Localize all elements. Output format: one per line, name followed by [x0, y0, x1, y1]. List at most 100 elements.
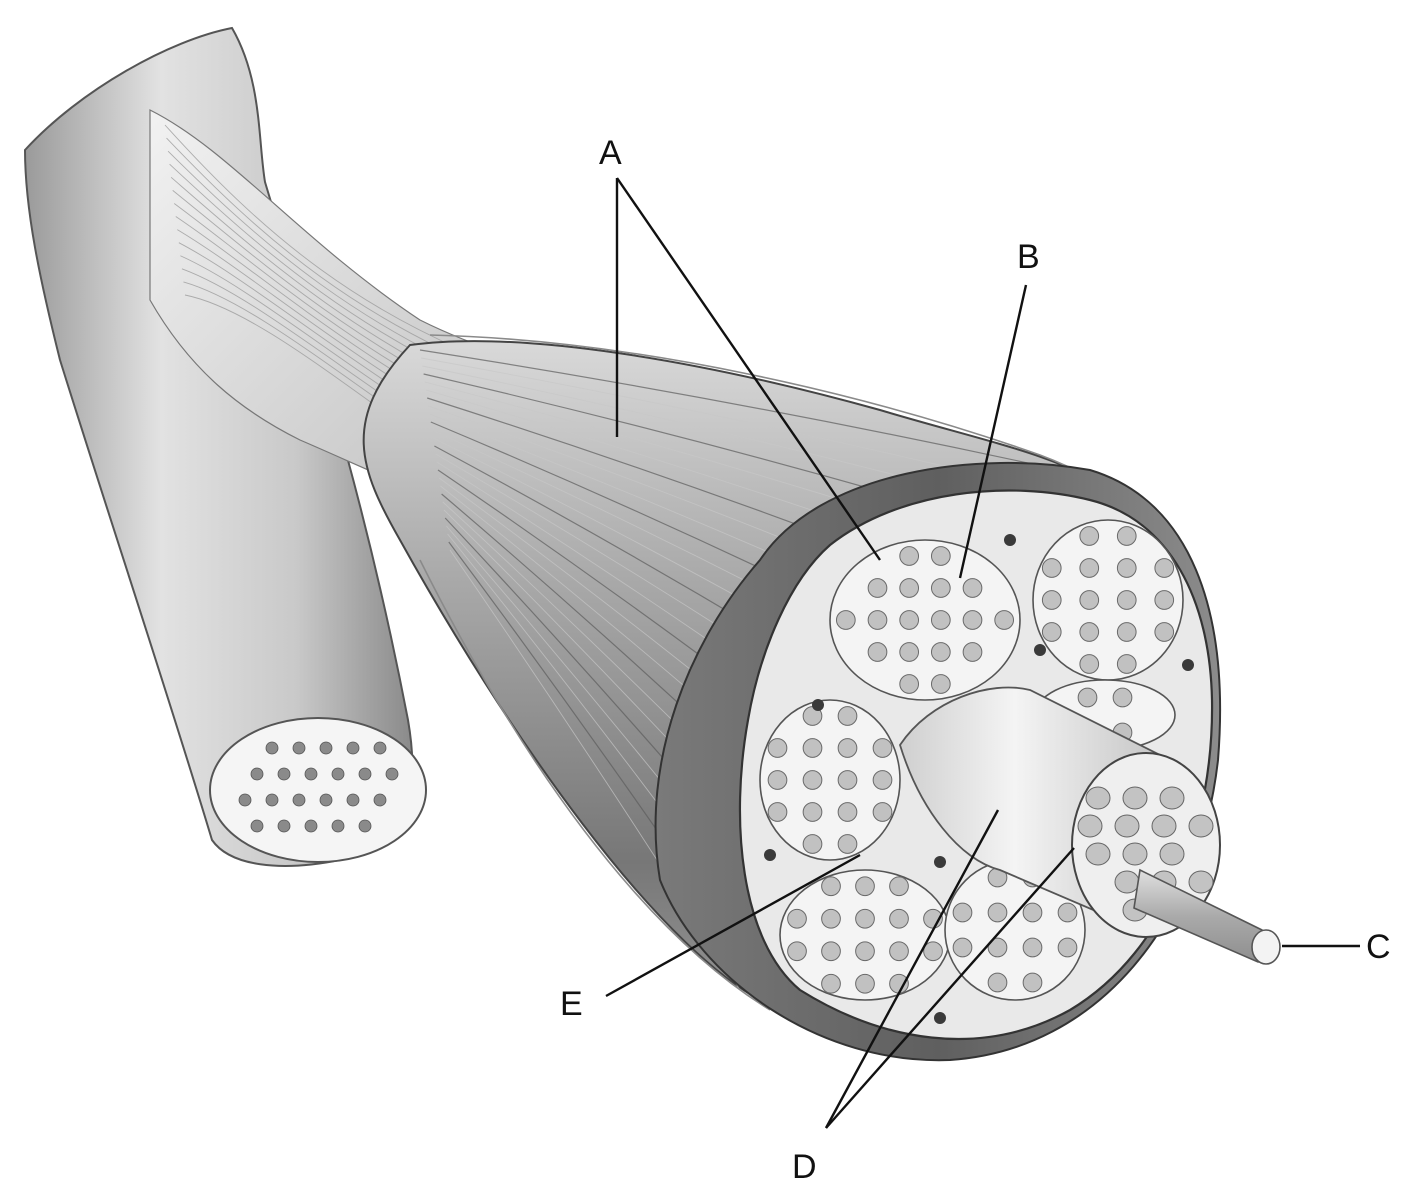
bone-pore: [292, 741, 306, 755]
tube-fiber: [1114, 814, 1140, 838]
muscle-fiber: [835, 610, 856, 630]
blood-vessel: [764, 849, 776, 861]
muscle-fiber: [994, 610, 1015, 630]
muscle-fiber: [867, 578, 888, 598]
muscle-fiber: [855, 941, 875, 962]
muscle-fiber: [837, 834, 858, 854]
muscle-fiber: [837, 738, 858, 758]
muscle-fiber: [821, 908, 841, 929]
bone-pore: [292, 793, 306, 807]
bone-pore: [265, 793, 279, 807]
muscle-fiber: [899, 610, 920, 630]
muscle-striation-line: [419, 349, 1061, 471]
muscle-fiber: [1057, 902, 1078, 923]
muscle-fiber: [767, 738, 788, 758]
muscle-fiber: [837, 802, 858, 822]
bone-pore: [358, 819, 372, 833]
fascicles: [759, 519, 1194, 1024]
muscle-fiber: [1041, 558, 1062, 578]
muscle-fiber: [1112, 687, 1133, 708]
muscle-fiber: [821, 973, 841, 994]
muscle-fiber: [1154, 622, 1175, 642]
label-d: D: [792, 1148, 817, 1186]
muscle-fiber: [787, 908, 807, 929]
muscle-fiber: [1154, 558, 1175, 578]
muscle-fiber: [787, 941, 807, 962]
muscle-fiber: [1154, 590, 1175, 610]
bone-pore: [304, 819, 318, 833]
muscle-fiber: [802, 802, 823, 822]
muscle-fiber: [1022, 902, 1043, 923]
muscle-fiber: [1079, 622, 1100, 642]
muscle-fiber: [837, 770, 858, 790]
muscle-fiber: [1041, 622, 1062, 642]
blood-vessel: [1004, 534, 1016, 546]
bone-pore: [277, 767, 291, 781]
muscle-fiber: [1057, 937, 1078, 958]
bone-pore: [304, 767, 318, 781]
bone-pore: [331, 767, 345, 781]
muscle-fiber: [1079, 526, 1100, 546]
label-e: E: [560, 985, 583, 1023]
leader-a-right: [616, 177, 881, 561]
tube-fiber: [1114, 870, 1140, 894]
muscle-fiber: [930, 546, 951, 566]
muscle-fiber: [1022, 937, 1043, 958]
muscle-fiber: [867, 610, 888, 630]
muscle-fiber: [1022, 972, 1043, 993]
muscle-fiber: [899, 546, 920, 566]
muscle-fiber: [1116, 654, 1137, 674]
muscle-fiber: [872, 770, 893, 790]
labels: A B C D E: [560, 134, 1391, 1186]
blood-vessel: [1034, 644, 1046, 656]
muscle-fiber: [889, 876, 909, 897]
muscle-fiber: [837, 706, 858, 726]
leader-d-right: [825, 847, 1075, 1129]
bone-pore: [373, 741, 387, 755]
muscle-fiber: [1077, 687, 1098, 708]
label-a: A: [599, 134, 622, 172]
tube-fiber: [1159, 786, 1185, 810]
blood-vessel: [934, 856, 946, 868]
muscle-fiber: [899, 642, 920, 662]
tube-fiber: [1085, 786, 1111, 810]
extracted-fascicle: [899, 686, 1281, 965]
muscle-fiber: [767, 770, 788, 790]
bone-pore: [385, 767, 399, 781]
bone-pore: [346, 793, 360, 807]
leader-d-left: [824, 809, 1000, 1129]
leader-b: [958, 284, 1028, 579]
tube-fiber: [1188, 870, 1214, 894]
muscle-fiber: [952, 902, 973, 923]
bone-pore: [250, 819, 264, 833]
muscle-fiber: [1079, 558, 1100, 578]
muscle-fiber: [962, 642, 983, 662]
muscle-fiber: [802, 738, 823, 758]
bone-pore: [373, 793, 387, 807]
tube-fibers: [1077, 786, 1214, 922]
muscle-fiber: [855, 876, 875, 897]
muscle-fiber: [899, 674, 920, 694]
muscle-fiber: [962, 610, 983, 630]
blood-vessel: [812, 699, 824, 711]
bone: [23, 26, 427, 867]
muscle-fiber: [872, 738, 893, 758]
muscle-fiber: [889, 973, 909, 994]
muscle-fiber: [767, 802, 788, 822]
muscle-fiber: [802, 834, 823, 854]
tube-fiber: [1188, 814, 1214, 838]
muscle-fiber: [962, 578, 983, 598]
bone-pore: [346, 741, 360, 755]
bone-pore: [250, 767, 264, 781]
tube-fiber: [1151, 814, 1177, 838]
muscle-fiber: [1079, 654, 1100, 674]
bone-pore: [331, 819, 345, 833]
muscle-fiber: [930, 610, 951, 630]
muscle-fiber: [821, 876, 841, 897]
bone-pore: [277, 819, 291, 833]
muscle-fiber: [987, 902, 1008, 923]
bone-pore: [238, 793, 252, 807]
muscle-fiber: [930, 578, 951, 598]
muscle-fiber: [872, 802, 893, 822]
